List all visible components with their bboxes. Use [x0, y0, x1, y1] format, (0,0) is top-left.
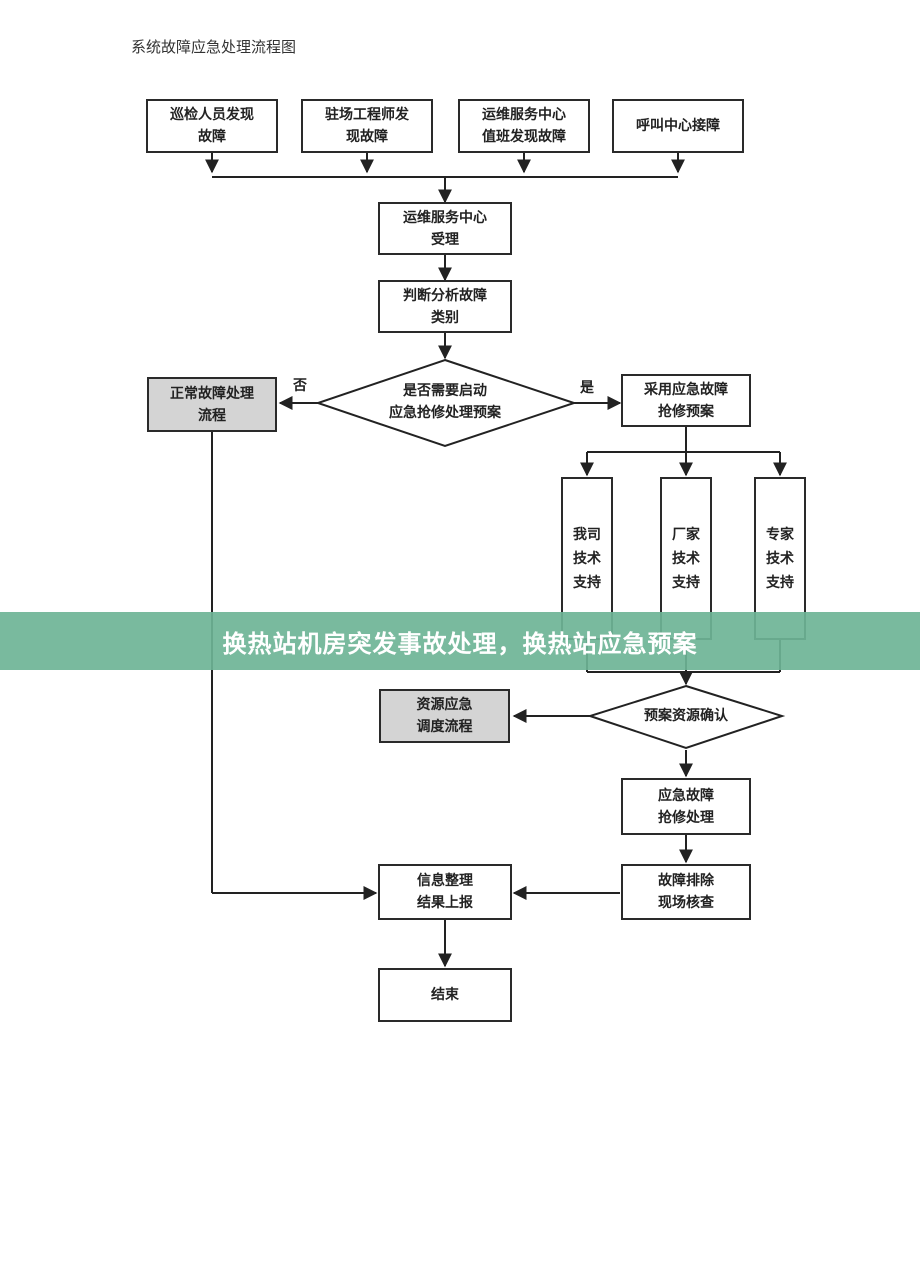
node-verify-onsite: 故障排除 现场核查 — [621, 864, 751, 920]
resource-confirm-label: 预案资源确认 — [644, 708, 728, 724]
node-end: 结束 — [378, 968, 512, 1022]
document-title: 系统故障应急处理流程图 — [131, 38, 297, 56]
title-banner: 换热站机房突发事故处理，换热站应急预案 — [0, 612, 920, 670]
node-classify-fault: 判断分析故障 类别 — [378, 280, 512, 333]
decision-diamond — [314, 358, 578, 448]
node-normal-process: 正常故障处理 流程 — [147, 377, 277, 432]
node-call-center: 呼叫中心接障 — [612, 99, 744, 153]
node-report-results: 信息整理 结果上报 — [378, 864, 512, 920]
node-ops-accept: 运维服务中心 受理 — [378, 202, 512, 255]
node-adopt-emergency-plan: 采用应急故障 抢修预案 — [621, 374, 751, 427]
node-patrol-found-fault: 巡检人员发现 故障 — [146, 99, 278, 153]
edge-label-yes: 是 — [580, 380, 594, 396]
node-emergency-repair: 应急故障 抢修处理 — [621, 778, 751, 835]
banner-text: 换热站机房突发事故处理，换热站应急预案 — [222, 629, 698, 658]
node-ops-duty-found-fault: 运维服务中心 值班发现故障 — [458, 99, 590, 153]
node-resource-dispatch: 资源应急 调度流程 — [379, 689, 510, 743]
edge-label-no: 否 — [293, 378, 307, 394]
node-onsite-engineer-found-fault: 驻场工程师发 现故障 — [301, 99, 433, 153]
decision-label: 是否需要启动 应急抢修处理预案 — [389, 383, 501, 421]
resource-confirm-diamond — [586, 684, 786, 750]
